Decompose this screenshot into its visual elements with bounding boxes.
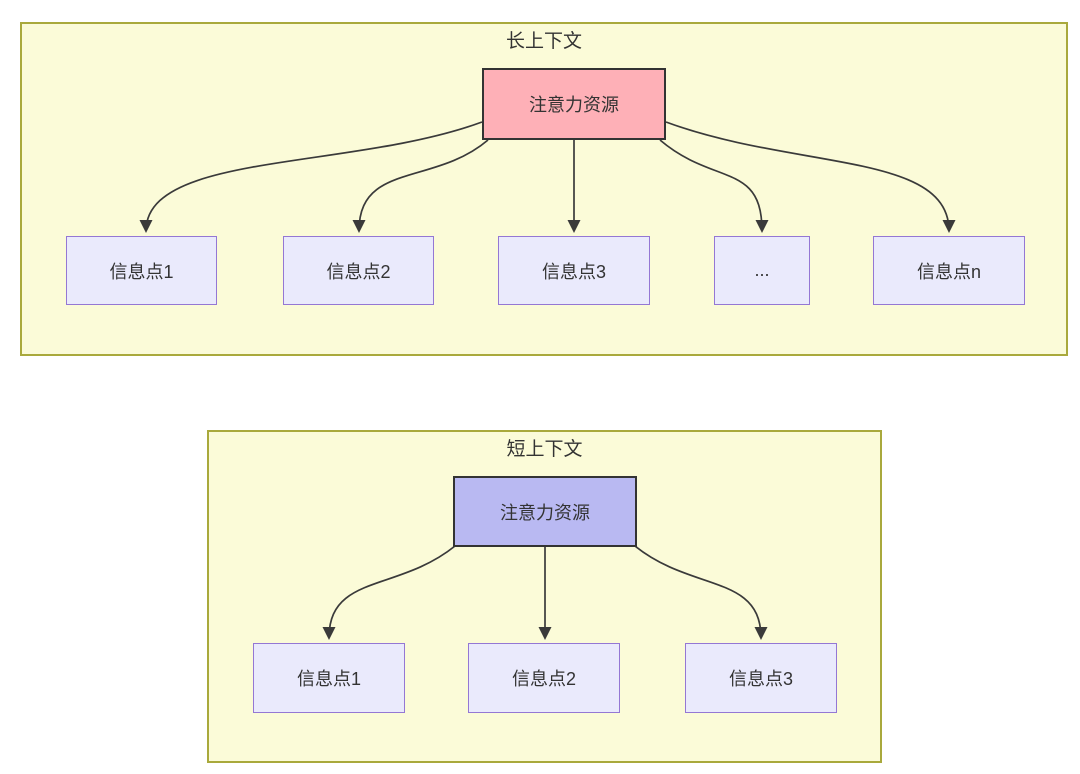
- info-node-short-1: 信息点1: [253, 643, 405, 713]
- info-node-long-2: 信息点2: [283, 236, 434, 305]
- info-node-short-2: 信息点2: [468, 643, 620, 713]
- info-node-label: 信息点3: [541, 261, 606, 282]
- info-node-label: 信息点2: [511, 669, 576, 689]
- info-node-long-1: 信息点1: [66, 236, 217, 305]
- info-node-label: 信息点1: [296, 669, 361, 689]
- attention-resource-label-short: 注意力资源: [500, 502, 590, 523]
- attention-resource-box-long: 注意力资源: [482, 68, 666, 140]
- info-node-long-n: 信息点n: [873, 236, 1025, 305]
- attention-resource-box-short: 注意力资源: [453, 476, 637, 547]
- info-node-label: 信息点2: [326, 261, 391, 282]
- info-node-label: ...: [754, 260, 770, 280]
- attention-resource-label-long: 注意力资源: [529, 95, 619, 115]
- info-node-label: 信息点n: [916, 261, 981, 282]
- long-context-title: 长上下文: [505, 31, 582, 52]
- info-node-short-3: 信息点3: [685, 643, 837, 713]
- info-node-long-ellipsis: ...: [714, 236, 810, 305]
- info-node-long-3: 信息点3: [498, 236, 650, 305]
- short-context-title: 短上下文: [506, 439, 583, 460]
- info-node-label: 信息点3: [728, 669, 793, 689]
- info-node-label: 信息点1: [109, 261, 174, 282]
